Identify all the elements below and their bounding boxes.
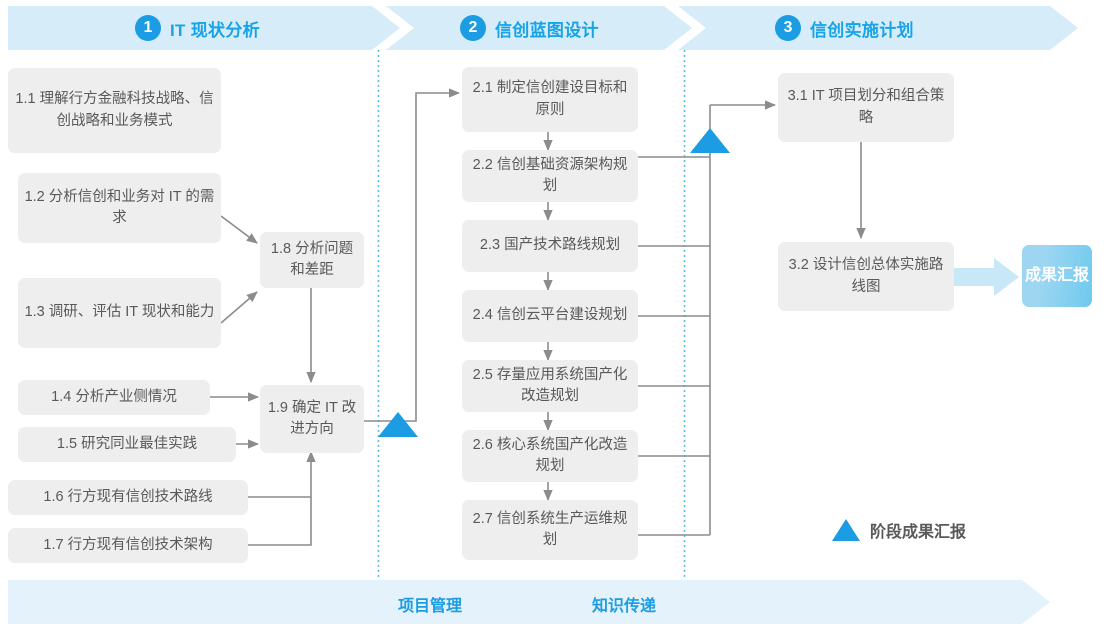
task-label-1-4: 1.4 分析产业侧情况	[51, 388, 177, 405]
task-box-3-2[interactable]: 3.2 设计信创总体实施路线图	[778, 242, 954, 311]
task-label-2-3: 2.3 国产技术路线规划	[479, 237, 621, 254]
task-box-1-5[interactable]: 1.5 研究同业最佳实践	[18, 427, 236, 462]
task-box-2-3[interactable]: 2.3 国产技术路线规划	[462, 220, 638, 272]
task-label-3-2: 3.2 设计信创总体实施路线图	[788, 257, 944, 295]
task-label-2-2: 2.2 信创基础资源架构规划	[472, 156, 628, 194]
wire-16-to-19	[248, 450, 316, 498]
task-box-2-7[interactable]: 2.7 信创系统生产运维规划	[462, 500, 638, 560]
task-label-2-4: 2.4 信创云平台建设规划	[472, 307, 628, 324]
milestone-triangle-phase2	[690, 128, 730, 153]
band-label-project-management-text: 项目管理	[398, 598, 463, 615]
result-report-box[interactable]: 成果汇报	[1022, 245, 1092, 307]
task-box-2-6[interactable]: 2.6 核心系统国产化改造规划	[462, 430, 638, 482]
task-box-1-2[interactable]: 1.2 分析信创和业务对 IT 的需求	[18, 173, 221, 243]
task-label-1-9: 1.9 确定 IT 改进方向	[267, 399, 357, 437]
task-label-1-3: 1.3 调研、评估 IT 现状和能力	[24, 304, 215, 321]
task-label-2-5: 2.5 存量应用系统国产化改造规划	[472, 366, 628, 404]
task-box-2-4[interactable]: 2.4 信创云平台建设规划	[462, 290, 638, 342]
result-arrow	[952, 258, 1019, 296]
task-label-2-1: 2.1 制定信创建设目标和原则	[472, 80, 628, 118]
wire-12-to-18	[220, 215, 258, 244]
task-label-1-2: 1.2 分析信创和业务对 IT 的需求	[24, 188, 215, 226]
task-box-1-3[interactable]: 1.3 调研、评估 IT 现状和能力	[18, 278, 221, 348]
task-box-1-9[interactable]: 1.9 确定 IT 改进方向	[260, 385, 364, 453]
milestone-triangle-phase1	[378, 412, 418, 437]
task-label-1-1: 1.1 理解行方金融科技战略、信创战略和业务模式	[15, 91, 214, 129]
task-box-1-4[interactable]: 1.4 分析产业侧情况	[18, 380, 210, 415]
phase-header-1[interactable]: 1 IT 现状分析	[135, 6, 260, 50]
task-label-2-6: 2.6 核心系统国产化改造规划	[472, 436, 628, 474]
phase-title-2: 信创蓝图设计	[495, 20, 599, 40]
task-box-2-5[interactable]: 2.5 存量应用系统国产化改造规划	[462, 360, 638, 412]
band-label-project-management[interactable]: 项目管理	[398, 592, 462, 616]
milestone-triangle-icon	[832, 519, 860, 541]
phase-number-2: 2	[460, 15, 486, 41]
band-label-knowledge-transfer[interactable]: 知识传递	[592, 592, 656, 616]
result-report-label: 成果汇报	[1024, 266, 1089, 284]
task-box-2-2[interactable]: 2.2 信创基础资源架构规划	[462, 150, 638, 202]
phase-title-3: 信创实施计划	[810, 20, 914, 40]
phase-number-1: 1	[135, 15, 161, 41]
task-box-3-1[interactable]: 3.1 IT 项目划分和组合策略	[778, 73, 954, 142]
bottom-band	[8, 580, 1050, 624]
task-label-1-5: 1.5 研究同业最佳实践	[56, 435, 198, 452]
phase-title-1: IT 现状分析	[170, 20, 260, 40]
task-box-1-7[interactable]: 1.7 行方现有信创技术架构	[8, 528, 248, 563]
task-box-1-1[interactable]: 1.1 理解行方金融科技战略、信创战略和业务模式	[8, 68, 221, 153]
wire-17-to-19	[248, 497, 312, 546]
task-label-3-1: 3.1 IT 项目划分和组合策略	[787, 88, 945, 126]
band-label-knowledge-transfer-text: 知识传递	[592, 598, 657, 615]
task-box-2-1[interactable]: 2.1 制定信创建设目标和原则	[462, 67, 638, 132]
wire-13-to-18	[220, 291, 258, 324]
wire-19-to-21	[364, 88, 461, 422]
task-label-2-7: 2.7 信创系统生产运维规划	[472, 510, 628, 548]
phase-number-3: 3	[775, 15, 801, 41]
task-label-1-7: 1.7 行方现有信创技术架构	[43, 536, 213, 553]
phase-header-2[interactable]: 2 信创蓝图设计	[460, 6, 599, 50]
task-box-1-8[interactable]: 1.8 分析问题和差距	[260, 232, 364, 288]
legend: 阶段成果汇报	[832, 518, 966, 542]
task-box-1-6[interactable]: 1.6 行方现有信创技术路线	[8, 480, 248, 515]
task-label-1-8: 1.8 分析问题和差距	[270, 240, 354, 278]
phase-header-3[interactable]: 3 信创实施计划	[775, 6, 914, 50]
task-label-1-6: 1.6 行方现有信创技术路线	[43, 488, 213, 505]
legend-label: 阶段成果汇报	[870, 524, 967, 541]
